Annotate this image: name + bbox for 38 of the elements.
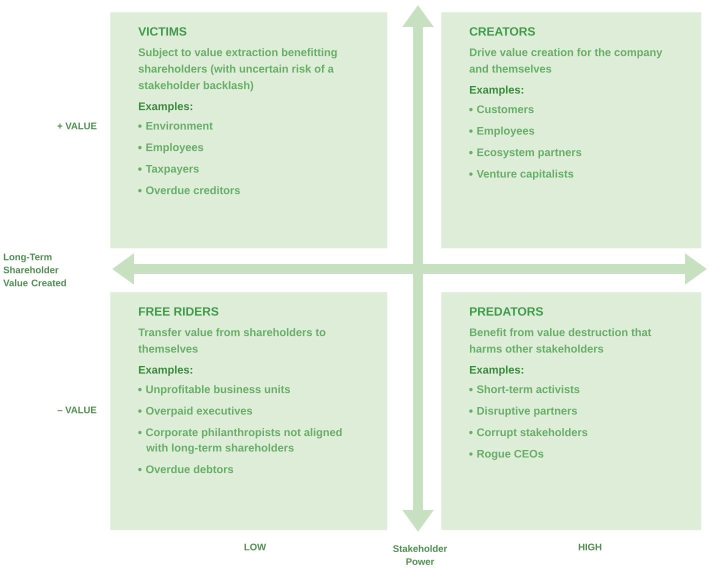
quadrant-box <box>110 292 388 530</box>
list-item: Overdue creditors <box>146 186 240 194</box>
examples-label: Examples: <box>138 366 192 376</box>
quadrant-box <box>110 12 388 248</box>
examples-label: Examples: <box>138 102 192 112</box>
list-item: Ecosystem partners <box>477 148 582 158</box>
axis-label: HIGH <box>578 544 602 550</box>
axis-label: LOW <box>244 544 266 550</box>
examples-label: Examples: <box>470 366 524 376</box>
list-item: Customers <box>477 105 534 114</box>
list-item: Employees <box>477 126 534 137</box>
list-item: Rogue CEOs <box>477 450 544 460</box>
quadrant-heading: FREE RIDERS <box>139 307 218 316</box>
list-item: Corporate philanthropists not aligned with long-term shareholders <box>146 428 342 454</box>
quadrant-heading: CREATORS <box>470 27 535 36</box>
quadrant-box <box>441 12 702 248</box>
description: Benefit from value destruction that harms other stakeholders <box>470 328 652 353</box>
description: Subject to value extraction benefitting shareholders (with uncertain risk of a stakeholder backlash) <box>138 48 337 92</box>
list-item: Overdue debtors <box>146 465 234 474</box>
axis-label: Long-Term Shareholder Value Created <box>3 254 66 286</box>
list-item: Disruptive partners <box>477 406 577 417</box>
quadrant-heading: VICTIMS <box>138 27 186 36</box>
axis-label: – VALUE <box>58 406 96 414</box>
description: Transfer value from shareholders to themselves <box>138 328 326 353</box>
list-item: Employees <box>146 143 204 154</box>
axis-label: + VALUE <box>58 122 96 130</box>
list-item: Venture capitalists <box>476 170 574 180</box>
list-item: Unprofitable business units <box>146 385 290 396</box>
list-item: Environment <box>146 122 213 130</box>
list-item: Short-term activists <box>476 385 580 394</box>
list-item: Taxpayers <box>146 165 199 175</box>
axis-label: Stakeholder Power <box>393 545 448 565</box>
description: Drive value creation for the company and themselves <box>470 48 662 73</box>
quadrant-box <box>441 292 702 530</box>
list-item: Corrupt stakeholders <box>477 428 588 438</box>
quadrant-heading: PREDATORS <box>470 307 543 316</box>
examples-label: Examples: <box>470 86 524 96</box>
list-item: Overpaid executives <box>146 406 252 417</box>
